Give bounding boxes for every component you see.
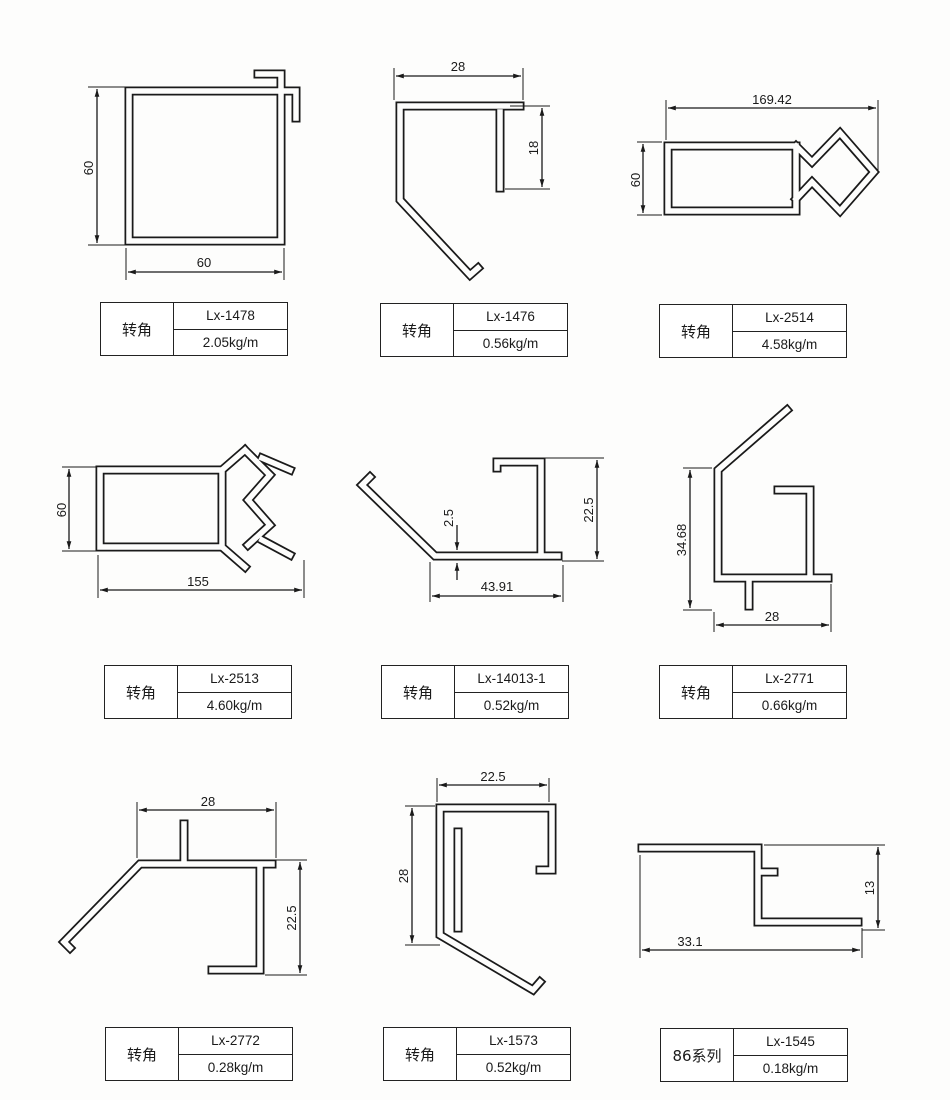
spec-code: Lx-2513	[178, 666, 291, 693]
spec-code: Lx-2772	[179, 1028, 292, 1055]
profile-lx-2772: 28 22.5	[57, 794, 307, 976]
spec-code: Lx-1545	[734, 1029, 847, 1056]
spec-weight: 4.58kg/m	[761, 336, 818, 352]
spec-type: 转角	[105, 666, 178, 718]
spec-type: 转角	[660, 666, 733, 718]
spec-weight: 0.28kg/m	[207, 1059, 264, 1075]
spec-type: 转角	[381, 304, 454, 356]
dim-width: 60	[197, 255, 211, 270]
profile-lx-14013-1: 22.5 2.5 43.91	[355, 457, 604, 602]
dim-height: 18	[526, 141, 541, 155]
spec-weight: 2.05kg/m	[202, 334, 259, 350]
profile-lx-2771: 34.68 28	[674, 403, 833, 632]
spec-code: Lx-1573	[457, 1028, 570, 1055]
dim-height: 60	[81, 161, 96, 175]
spec-code: Lx-1478	[174, 303, 287, 330]
dim-height: 22.5	[581, 497, 596, 522]
dim-width: 155	[187, 574, 209, 589]
spec-weight: 0.18kg/m	[762, 1060, 819, 1076]
dim-width: 22.5	[480, 769, 505, 784]
spec-code: Lx-2771	[733, 666, 846, 693]
dim-thickness: 2.5	[441, 509, 456, 527]
spec-type: 转角	[384, 1028, 457, 1080]
profile-lx-1573: 22.5 28	[396, 769, 557, 996]
spec-type: 86系列	[661, 1029, 734, 1081]
spec-type: 转角	[101, 303, 174, 355]
spec-type: 转角	[106, 1028, 179, 1080]
dim-height: 13	[862, 881, 877, 895]
spec-code: Lx-14013-1	[455, 666, 568, 693]
spec-code: Lx-2514	[733, 305, 846, 332]
spec-type: 转角	[382, 666, 455, 718]
spec-weight: 0.52kg/m	[485, 1059, 542, 1075]
spec-weight: 0.52kg/m	[483, 697, 540, 713]
dim-width: 169.42	[752, 92, 792, 107]
dim-width: 33.1	[677, 934, 702, 949]
dim-height: 60	[54, 503, 69, 517]
spec-weight: 0.56kg/m	[482, 335, 539, 351]
spec-weight: 4.60kg/m	[206, 697, 263, 713]
profile-lx-1545: 13 33.1	[637, 843, 885, 958]
profile-lx-1476: 28 18	[393, 59, 550, 282]
profile-lx-2514: 169.42 60	[628, 92, 880, 218]
profile-lx-2513: 60 155	[54, 443, 305, 598]
spec-code: Lx-1476	[454, 304, 567, 331]
spec-type: 转角	[660, 305, 733, 357]
dim-width: 28	[451, 59, 465, 74]
spec-weight: 0.66kg/m	[761, 697, 818, 713]
dim-width: 28	[201, 794, 215, 809]
dim-height: 28	[396, 869, 411, 883]
dim-width: 28	[765, 609, 779, 624]
profile-lx-1478: 60 60	[81, 69, 301, 280]
dim-height: 34.68	[674, 524, 689, 557]
dim-width: 43.91	[481, 579, 514, 594]
dim-height: 22.5	[284, 905, 299, 930]
dim-height: 60	[628, 173, 643, 187]
